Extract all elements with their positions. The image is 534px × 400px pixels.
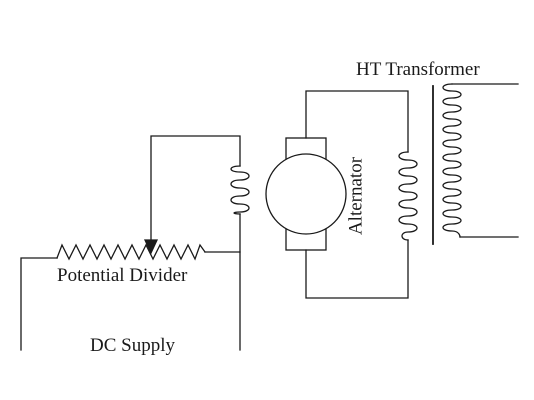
dc-supply-label: DC Supply [90,335,175,356]
potential-divider-wiper-wire [150,135,241,241]
potential-divider-label: Potential Divider [57,265,188,286]
transformer-primary-coil [398,151,418,241]
wiper-arrow [143,239,159,255]
dc-supply-right-lead [204,251,241,351]
alternator-label: Alternator [345,156,367,236]
potential-divider-resistor [56,243,206,261]
alternator-output-top-wire [305,90,409,153]
alternator-rotor [265,153,347,235]
field-winding-coil [230,165,250,215]
alternator-output-bottom-wire [305,239,409,299]
dc-supply-left-lead [20,257,58,351]
transformer-secondary-coil [442,83,462,238]
ht-transformer-label: HT Transformer [356,59,480,80]
